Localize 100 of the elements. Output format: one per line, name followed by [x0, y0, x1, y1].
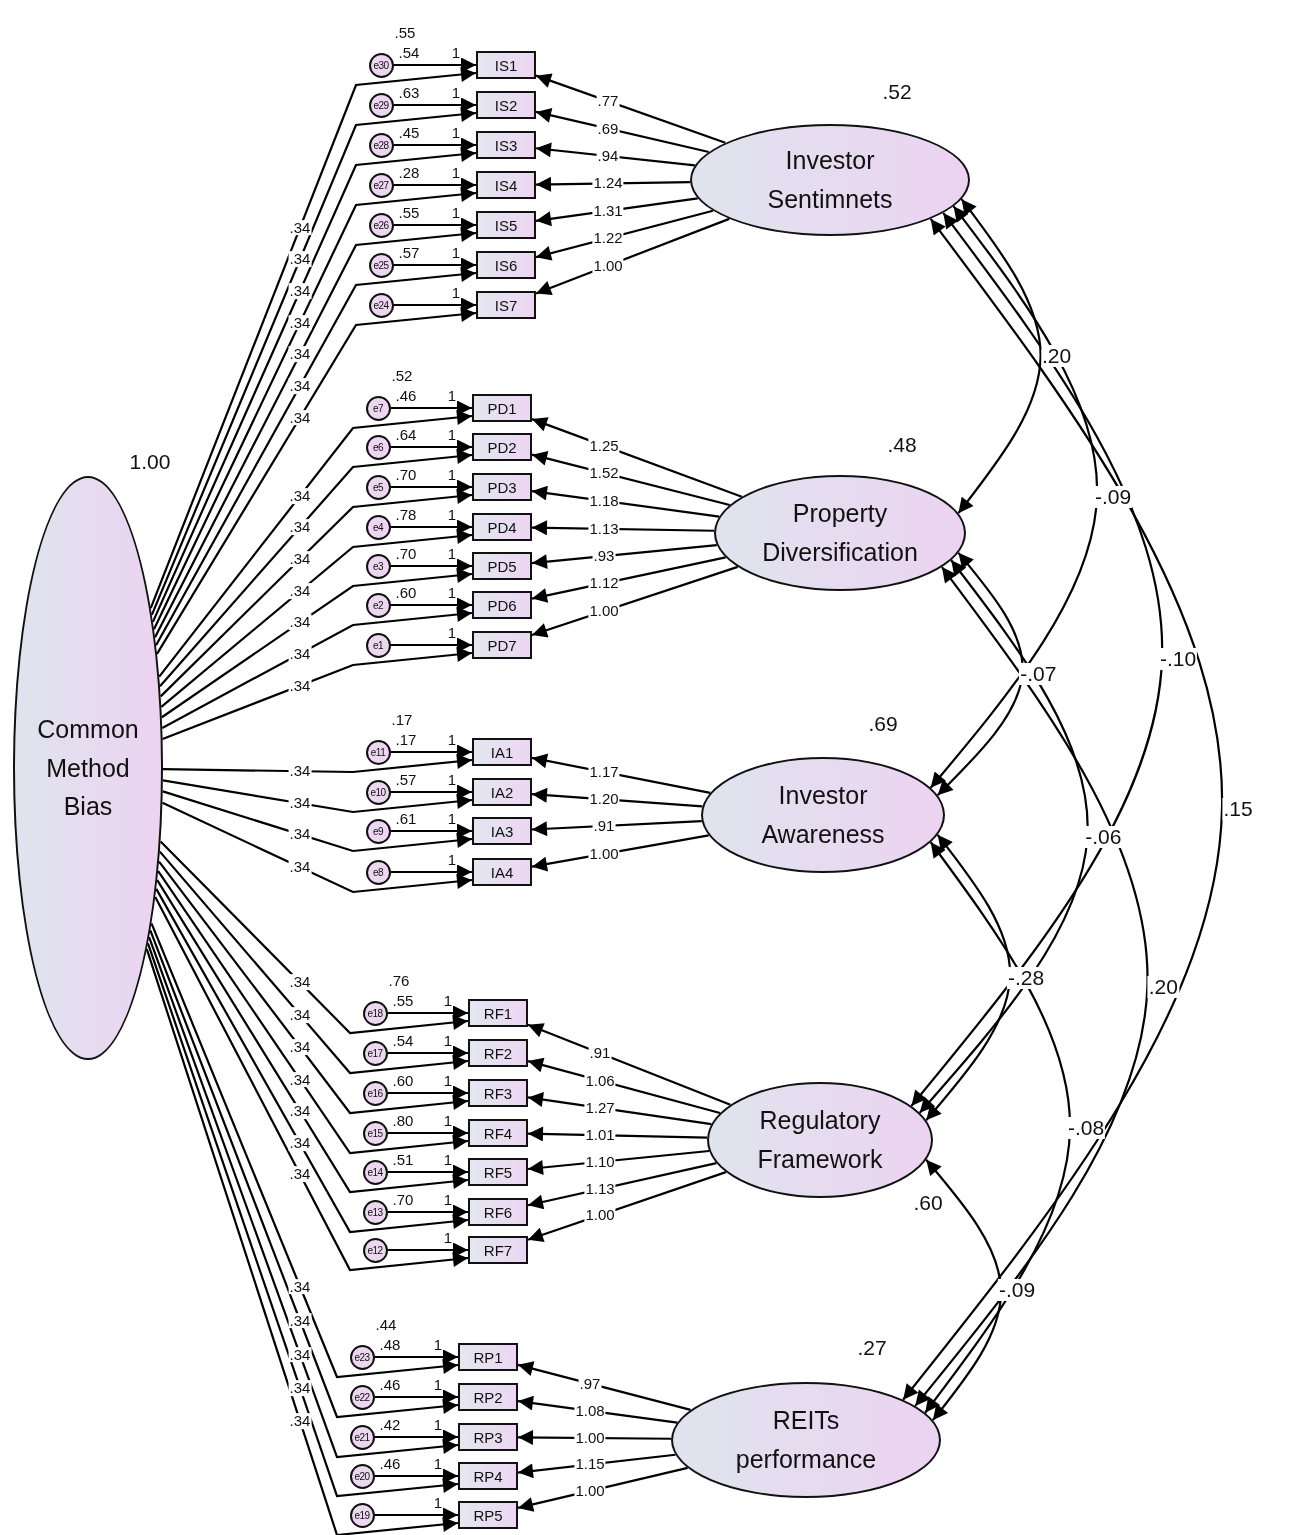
edge-label: .34 [288, 645, 312, 662]
edge-label: 1 [450, 125, 462, 141]
arrow [390, 597, 472, 613]
edge-label: .94 [596, 148, 620, 164]
edge-label: 1.22 [592, 230, 624, 247]
indicator-box: IS5 [476, 211, 536, 239]
error-term-circle: e3 [365, 553, 391, 579]
indicator-box: RP5 [458, 1501, 518, 1529]
arrow [374, 1389, 458, 1405]
variance-label: .52 [390, 368, 414, 384]
variance-label: .80 [391, 1113, 415, 1129]
edge-label: 1.00 [592, 257, 624, 274]
error-term-circle: e15 [362, 1120, 388, 1146]
indicator-box: RF7 [468, 1236, 528, 1264]
variance-label: .51 [391, 1152, 415, 1168]
variance-label: .46 [378, 1377, 402, 1393]
indicator-box: RP3 [458, 1423, 518, 1451]
edge-label: 1 [446, 772, 458, 788]
indicator-box: RF3 [468, 1079, 528, 1107]
variance-label: .70 [394, 467, 418, 483]
arrow [393, 97, 476, 113]
indicator-box: IS4 [476, 171, 536, 199]
indicator-box: PD1 [472, 394, 532, 422]
edge-label: 1 [446, 388, 458, 404]
edge-label: 1.00 [574, 1483, 606, 1499]
variance-label: .70 [391, 1192, 415, 1208]
indicator-box: IS2 [476, 91, 536, 119]
edge-label: 1.18 [588, 493, 620, 509]
error-term-circle: e18 [362, 1000, 388, 1026]
error-term-circle: e13 [362, 1199, 388, 1225]
edge-label: .34 [288, 1135, 312, 1152]
indicator-box: RP1 [458, 1343, 518, 1371]
edge-label: .20 [1147, 975, 1179, 998]
arrow [161, 607, 473, 729]
error-term-circle: e10 [365, 779, 391, 805]
variance-label: .76 [387, 973, 411, 989]
edge-label: 1 [446, 427, 458, 443]
edge-label: 1.00 [584, 1207, 616, 1223]
variance-label: .57 [397, 245, 421, 261]
edge-label: .77 [596, 93, 620, 110]
edge-label: .34 [288, 1006, 312, 1023]
latent-variable-ellipse: Investor Sentimnets [690, 124, 970, 236]
error-term-circle: e9 [365, 818, 391, 844]
indicator-box: PD5 [472, 552, 532, 580]
edge-label: -.09 [997, 1279, 1037, 1301]
arrow [390, 558, 472, 574]
edge-label: 1.25 [588, 437, 620, 454]
edge-label: 1.52 [588, 465, 620, 481]
arrow [157, 870, 469, 1155]
variance-label: .69 [867, 713, 899, 735]
arrow [158, 860, 469, 1115]
arrow [374, 1429, 458, 1445]
arrow [387, 1164, 468, 1180]
arrow [374, 1507, 458, 1523]
edge-label: 1 [446, 852, 458, 868]
variance-label: .64 [394, 427, 418, 443]
edge-label: -.09 [1093, 486, 1133, 509]
indicator-box: RF4 [468, 1119, 528, 1147]
covariance-arrow [936, 552, 1024, 796]
edge-label: .34 [288, 1346, 312, 1363]
edge-label: 1 [446, 811, 458, 827]
arrow [393, 257, 476, 273]
edge-label: .20 [1041, 345, 1073, 368]
edge-label: 1.06 [584, 1072, 616, 1089]
edge-label: 1 [450, 165, 462, 181]
edge-label: 1.00 [588, 846, 620, 862]
indicator-box: IA4 [472, 858, 532, 886]
edge-label: 1 [446, 732, 458, 748]
edge-label: .34 [288, 583, 312, 600]
edge-label: .34 [288, 378, 312, 394]
edge-label: 1 [446, 467, 458, 483]
edge-label: 1 [446, 546, 458, 562]
variance-label: .52 [881, 81, 913, 103]
latent-variable-ellipse: REITs performance [671, 1382, 941, 1498]
error-term-circle: e19 [349, 1502, 375, 1528]
indicator-box: IS1 [476, 51, 536, 79]
indicator-box: IS7 [476, 291, 536, 319]
error-term-circle: e4 [365, 514, 391, 540]
arrow [390, 519, 472, 535]
edge-label: .34 [288, 1166, 312, 1183]
arrow [393, 297, 476, 313]
edge-label: .34 [288, 346, 312, 363]
edge-label: .34 [288, 974, 312, 991]
arrow [393, 177, 476, 193]
edge-label: 1 [446, 625, 458, 641]
arrow [527, 1023, 731, 1106]
error-term-circle: e25 [368, 252, 394, 278]
error-term-circle: e2 [365, 592, 391, 618]
error-term-circle: e21 [349, 1424, 375, 1450]
indicator-box: RP2 [458, 1383, 518, 1411]
edge-label: 1 [432, 1417, 444, 1433]
arrow [387, 1125, 468, 1141]
error-term-circle: e16 [362, 1080, 388, 1106]
edge-label: .93 [592, 548, 616, 564]
edge-label: 1 [446, 585, 458, 601]
edge-label: .34 [288, 251, 312, 268]
arrow [390, 439, 472, 455]
covariance-arrow [929, 205, 1099, 789]
edge-label: -.10 [1158, 648, 1198, 671]
edge-label: 1 [432, 1456, 444, 1472]
